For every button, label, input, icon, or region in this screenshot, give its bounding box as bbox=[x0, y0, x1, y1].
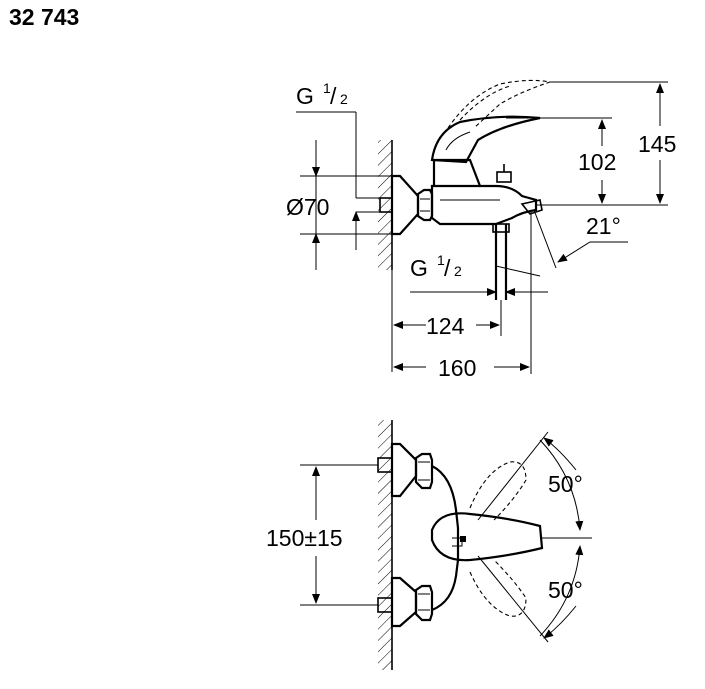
thread-label-top: G bbox=[296, 83, 314, 109]
thread-num-top: 1 bbox=[323, 80, 331, 96]
spout-outlet bbox=[520, 199, 543, 215]
wall-hatch-side bbox=[378, 140, 392, 270]
wall-nipple bbox=[379, 197, 393, 213]
diverter-knob bbox=[496, 171, 512, 183]
angle-lower-label: 50° bbox=[548, 577, 583, 603]
wall-hatch-top bbox=[378, 420, 392, 670]
rosette-side bbox=[390, 174, 420, 236]
rosette-upper bbox=[390, 442, 418, 498]
angle-upper-label: 50° bbox=[548, 471, 583, 497]
lever-swing-lower bbox=[469, 559, 527, 617]
mixer-body-side bbox=[430, 184, 538, 226]
top-view: 150±15 50° 50° bbox=[266, 420, 592, 670]
thread-label-bottom: G bbox=[410, 255, 428, 281]
thread-num-bottom: 1 bbox=[437, 252, 445, 268]
svg-text:/: / bbox=[330, 83, 337, 109]
connection-nut bbox=[416, 188, 434, 222]
mixer-body-top bbox=[431, 465, 460, 612]
width-124-label: 124 bbox=[426, 313, 465, 339]
height-102-label: 102 bbox=[578, 149, 616, 175]
lever-top bbox=[430, 512, 544, 562]
height-145-label: 145 bbox=[638, 131, 676, 157]
svg-text:/: / bbox=[444, 255, 451, 281]
rosette-lower bbox=[390, 576, 418, 628]
product-code: 32 743 bbox=[9, 4, 80, 30]
thread-den-top: 2 bbox=[340, 91, 348, 107]
diameter-label: Ø70 bbox=[286, 194, 329, 220]
width-160-label: 160 bbox=[438, 355, 476, 381]
lever-side bbox=[430, 115, 541, 164]
side-view: G 1 / 2 Ø70 G 1 / 2 124 160 102 145 21° bbox=[286, 79, 676, 381]
lever-swing-upper bbox=[469, 461, 527, 521]
spacing-label: 150±15 bbox=[266, 525, 343, 551]
cartridge-housing bbox=[432, 158, 482, 187]
angle-21-label: 21° bbox=[586, 213, 621, 239]
thread-den-bottom: 2 bbox=[454, 263, 462, 279]
